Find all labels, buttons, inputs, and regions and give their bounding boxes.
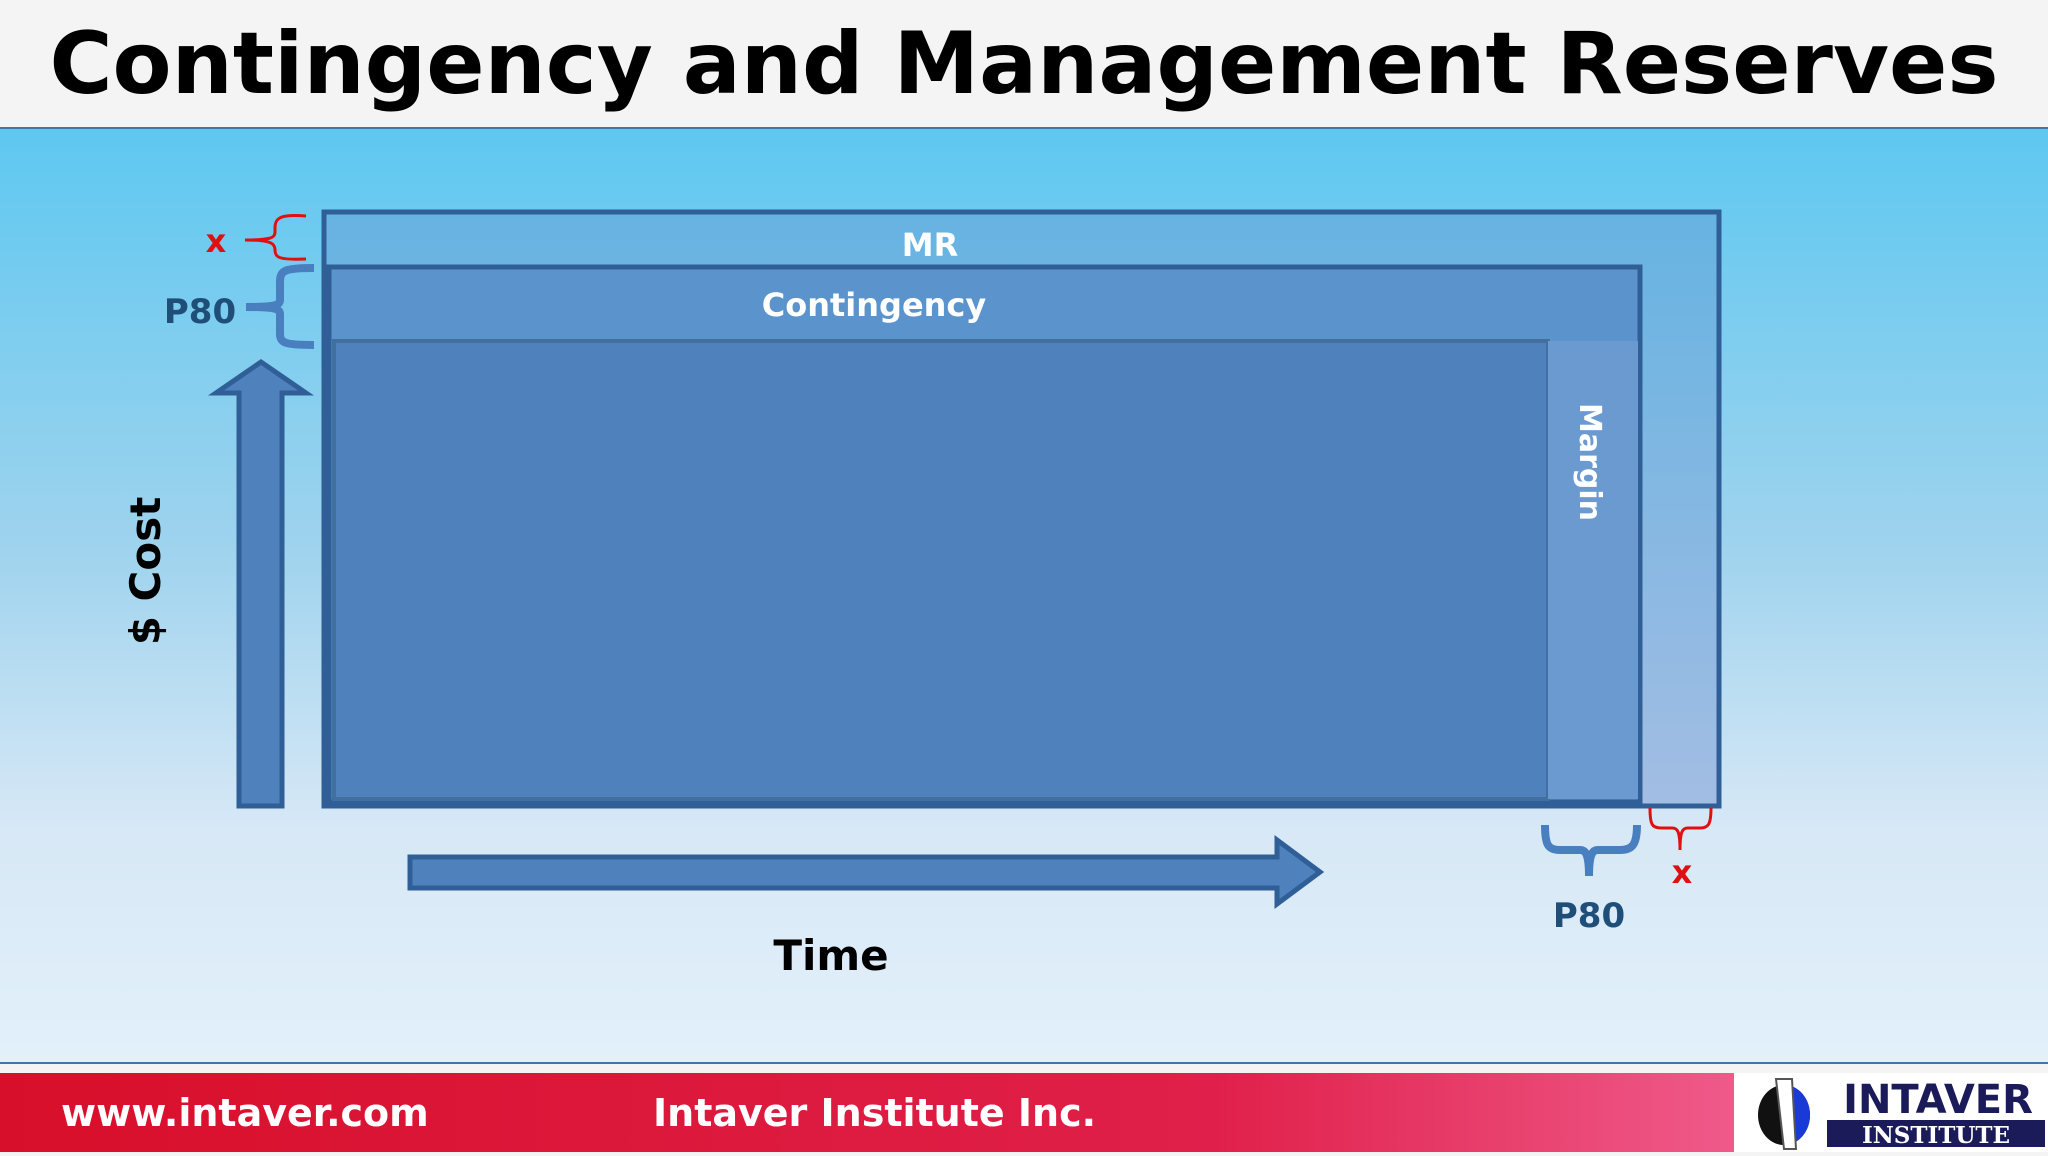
time-arrow-icon bbox=[407, 835, 1325, 909]
footer-website-link[interactable]: www.intaver.com bbox=[61, 1091, 429, 1135]
margin-label: Margin bbox=[1572, 403, 1607, 521]
reserves-diagram: MR Contingency Margin $ Cost Time x P80 … bbox=[121, 209, 1722, 980]
footer-bar: www.intaver.com Intaver Institute Inc. bbox=[0, 1073, 1734, 1152]
bottom-x-bracket-icon bbox=[1648, 807, 1713, 851]
logo-line1: INTAVER bbox=[1843, 1077, 2033, 1123]
cost-arrow-icon bbox=[207, 358, 315, 809]
left-x-bracket-icon bbox=[244, 214, 307, 261]
left-p80-bracket-icon bbox=[245, 264, 315, 349]
contingency-label: Contingency bbox=[762, 286, 987, 324]
logo-mark-icon: INTAVER INSTITUTE bbox=[1758, 1077, 2045, 1150]
y-axis-label: $ Cost bbox=[121, 497, 170, 646]
footer-company: Intaver Institute Inc. bbox=[653, 1091, 1097, 1135]
slide-title: Contingency and Management Reserves bbox=[49, 13, 1999, 114]
title-bar: Contingency and Management Reserves bbox=[0, 0, 2048, 127]
left-p80-label: P80 bbox=[164, 292, 236, 332]
intaver-logo: INTAVER INSTITUTE bbox=[1734, 1073, 2048, 1152]
x-axis-label: Time bbox=[773, 931, 888, 980]
bottom-p80-bracket-icon bbox=[1541, 824, 1641, 877]
base-estimate-rect bbox=[332, 339, 1550, 801]
left-x-label: x bbox=[206, 222, 227, 260]
margin-strip bbox=[1548, 341, 1638, 799]
logo-line2: INSTITUTE bbox=[1862, 1122, 2010, 1149]
bottom-p80-label: P80 bbox=[1553, 896, 1625, 936]
mr-label: MR bbox=[902, 226, 958, 264]
bottom-x-label: x bbox=[1672, 853, 1693, 891]
